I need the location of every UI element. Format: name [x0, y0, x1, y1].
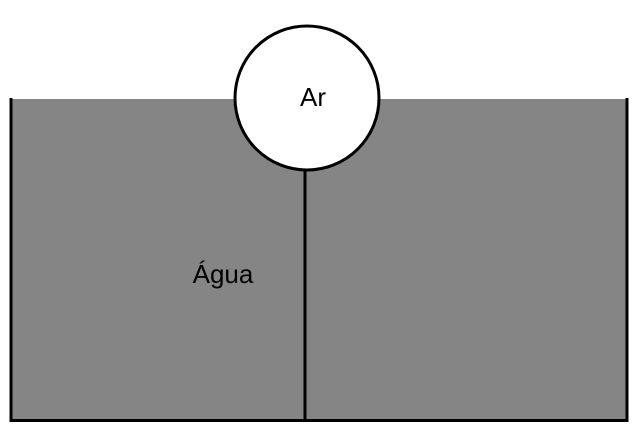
air-label: Ar — [300, 82, 326, 112]
water-label: Água — [193, 259, 254, 289]
air-bubble — [233, 24, 381, 172]
